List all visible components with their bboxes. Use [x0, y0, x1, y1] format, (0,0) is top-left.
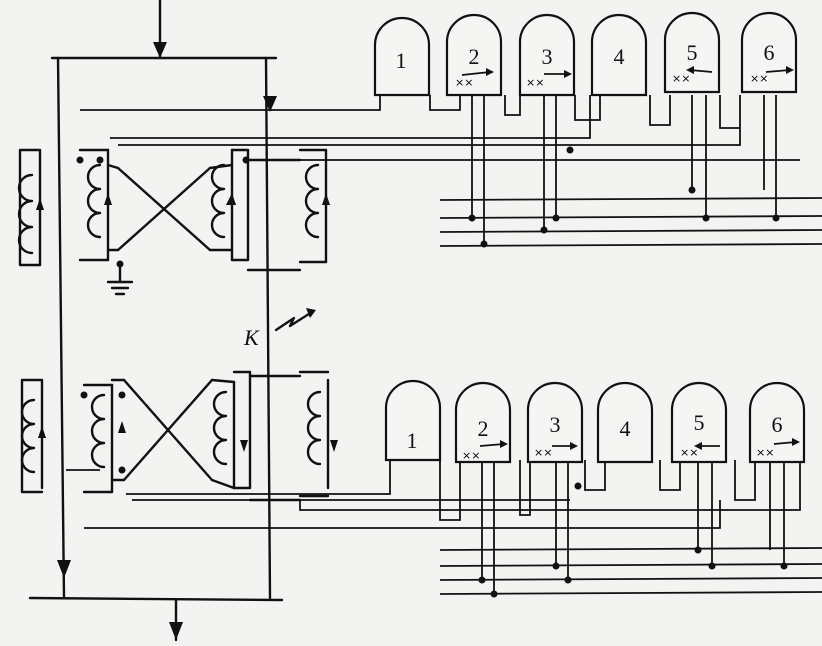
- svg-text:5: 5: [687, 40, 698, 65]
- svg-text:××: ××: [526, 76, 544, 89]
- upper-wiring: [80, 95, 822, 248]
- upper-meter-5: 5 ××: [663, 11, 721, 94]
- upper-meter-2: 2 ××: [445, 13, 503, 97]
- svg-text:××: ××: [672, 72, 690, 85]
- upper-meter-row: 1 2 ×× 3 ×× 4 5 ×× 6 ××: [373, 11, 798, 97]
- svg-text:××: ××: [534, 446, 552, 459]
- svg-text:2: 2: [469, 44, 480, 69]
- main-bus: [28, 0, 284, 642]
- svg-text:××: ××: [455, 76, 473, 89]
- lower-wiring: [66, 460, 822, 598]
- svg-text:6: 6: [772, 412, 783, 437]
- svg-text:1: 1: [396, 48, 407, 73]
- fault-label: K: [243, 325, 260, 350]
- upper-meter-6: 6 ××: [740, 11, 798, 94]
- svg-text:××: ××: [756, 446, 774, 459]
- svg-text:4: 4: [620, 416, 631, 441]
- arrow-down-icon: [153, 42, 167, 58]
- svg-text:5: 5: [694, 410, 705, 435]
- svg-text:4: 4: [614, 44, 625, 69]
- upper-meter-4: 4: [590, 13, 648, 97]
- lower-meter-5: 5 ××: [670, 381, 728, 464]
- svg-text:3: 3: [542, 44, 553, 69]
- svg-text:3: 3: [550, 412, 561, 437]
- lower-meter-6: 6 ××: [748, 381, 806, 464]
- svg-text:6: 6: [764, 40, 775, 65]
- arrow-down-icon: [57, 560, 71, 578]
- svg-text:××: ××: [680, 446, 698, 459]
- lower-ct-group: [20, 370, 338, 502]
- svg-text:1: 1: [407, 428, 418, 453]
- upper-meter-1: 1: [373, 16, 431, 97]
- lower-meter-1: 1: [384, 379, 442, 462]
- svg-text:××: ××: [462, 449, 480, 462]
- fault-k: K: [243, 308, 316, 350]
- upper-ct-group: [17, 148, 330, 296]
- svg-text:××: ××: [750, 72, 768, 85]
- svg-text:2: 2: [478, 416, 489, 441]
- upper-meter-3: 3 ××: [518, 13, 576, 97]
- lower-meter-row: 1 2 ×× 3 ×× 4 5 ×× 6 ××: [384, 379, 806, 464]
- arrow-down-icon: [169, 622, 183, 640]
- lower-meter-4: 4: [596, 381, 654, 464]
- arrow-down-icon: [263, 96, 277, 112]
- lower-meter-2: 2 ××: [454, 381, 512, 464]
- lower-meter-3: 3 ××: [526, 381, 584, 464]
